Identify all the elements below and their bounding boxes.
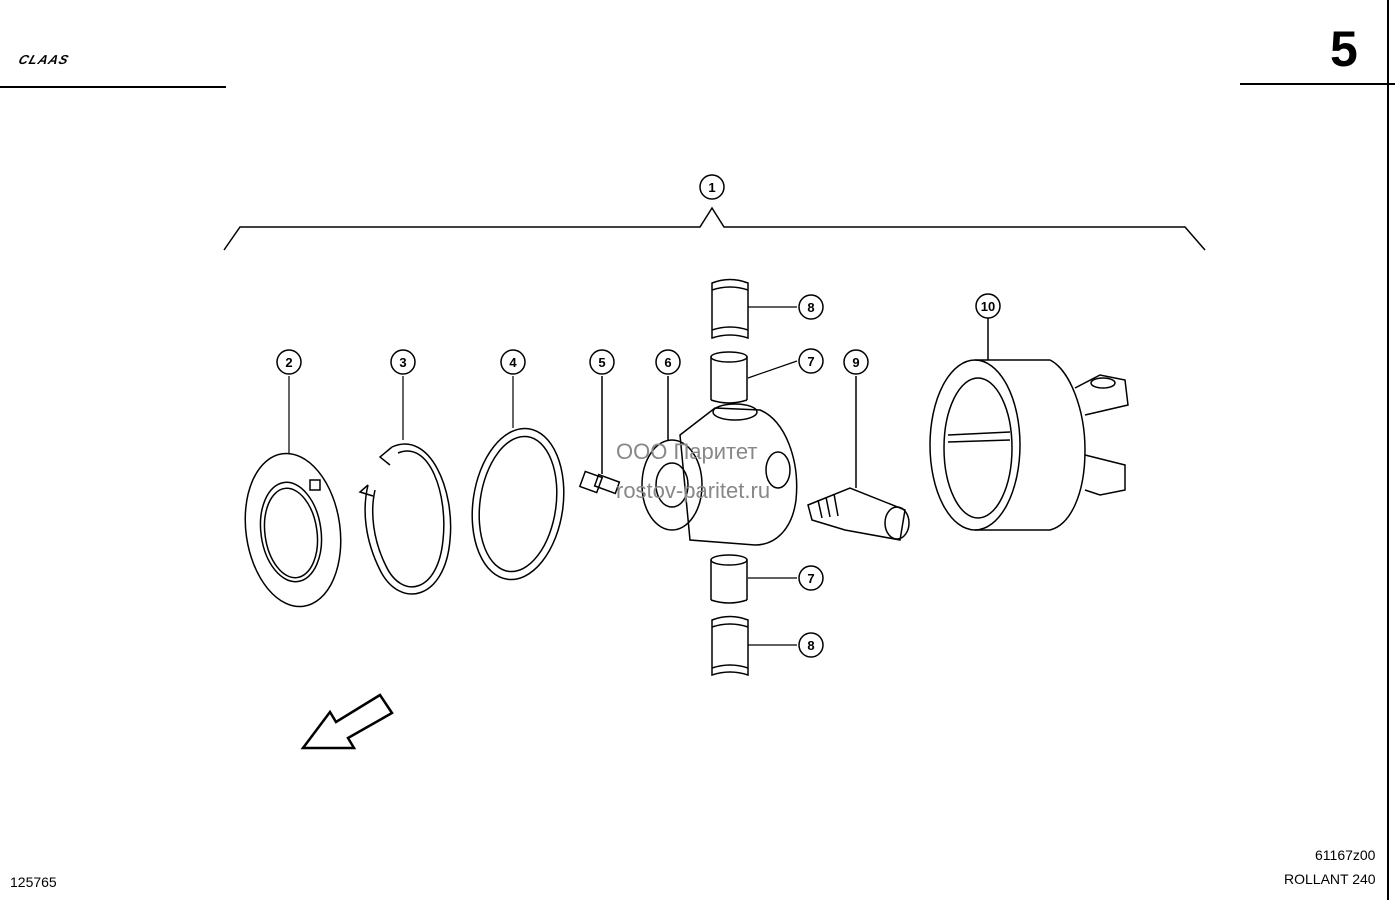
svg-text:9: 9 bbox=[852, 355, 859, 370]
callout-9: 9 bbox=[843, 349, 869, 375]
svg-text:1: 1 bbox=[708, 180, 715, 195]
callout-3: 3 bbox=[390, 349, 416, 375]
claas-logo: CLAAS bbox=[17, 52, 72, 67]
part-hub-6 bbox=[641, 376, 798, 546]
svg-text:10: 10 bbox=[981, 299, 995, 314]
model-name: ROLLANT 240 bbox=[1284, 871, 1376, 887]
part-pin-8-top bbox=[711, 278, 749, 340]
watermark-company: ООО Паритет bbox=[616, 439, 758, 464]
svg-text:6: 6 bbox=[664, 355, 671, 370]
callout-6: 6 bbox=[655, 349, 681, 375]
part-grease-nipple-5 bbox=[578, 376, 621, 495]
leader-lines bbox=[288, 306, 798, 646]
part-circlip-3 bbox=[358, 443, 452, 595]
svg-text:2: 2 bbox=[285, 355, 292, 370]
callout-7-top: 7 bbox=[798, 348, 824, 374]
callout-7-bottom: 7 bbox=[798, 565, 824, 591]
callout-1: 1 bbox=[699, 174, 725, 200]
part-ring-4 bbox=[471, 427, 565, 581]
callout-5: 5 bbox=[589, 349, 615, 375]
svg-text:4: 4 bbox=[509, 355, 517, 370]
callout-10: 10 bbox=[975, 293, 1001, 319]
svg-text:8: 8 bbox=[807, 300, 814, 315]
figure-code: 61167z00 bbox=[1315, 847, 1376, 863]
page-number: 5 bbox=[1330, 21, 1358, 77]
direction-arrow bbox=[300, 693, 394, 750]
svg-text:3: 3 bbox=[399, 355, 406, 370]
svg-text:CLAAS: CLAAS bbox=[17, 52, 72, 67]
svg-text:8: 8 bbox=[807, 638, 814, 653]
drawing-number: 125765 bbox=[10, 874, 57, 890]
part-bushing-7-bottom bbox=[710, 554, 748, 604]
part-yoke-housing-10 bbox=[929, 318, 1129, 531]
svg-text:7: 7 bbox=[807, 571, 814, 586]
assembly-brace bbox=[223, 206, 1206, 251]
svg-text:7: 7 bbox=[807, 354, 814, 369]
part-valve-9 bbox=[807, 376, 910, 541]
callout-8-top: 8 bbox=[798, 294, 824, 320]
callout-2: 2 bbox=[276, 349, 302, 375]
svg-text:5: 5 bbox=[598, 355, 605, 370]
callout-4: 4 bbox=[500, 349, 526, 375]
part-pin-8-bottom bbox=[711, 615, 749, 677]
callout-8-bottom: 8 bbox=[798, 632, 824, 658]
part-washer-2 bbox=[244, 452, 342, 608]
part-bushing-7-top bbox=[710, 351, 748, 404]
watermark-url: rostov-paritet.ru bbox=[616, 478, 771, 503]
